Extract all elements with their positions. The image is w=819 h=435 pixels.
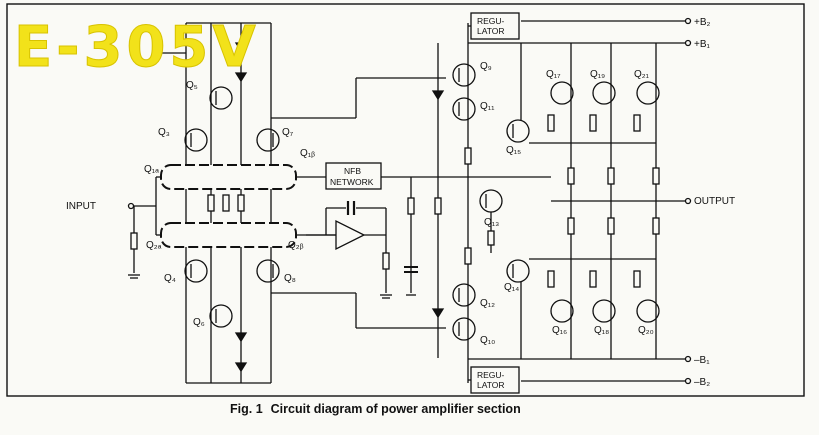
- q9-transistor: [452, 63, 476, 87]
- q12-transistor: [452, 283, 476, 307]
- q13-transistor: [479, 189, 503, 213]
- label-q15: Q₁₅: [506, 145, 521, 156]
- rail-label-b2-minus: –B₂: [694, 377, 710, 388]
- q15-transistor: [506, 119, 530, 143]
- q6-transistor: [209, 304, 233, 328]
- label-q1a: Q₁ₐ: [144, 164, 159, 175]
- regulator-bottom-label-1: REGU-: [477, 370, 505, 380]
- q14-transistor: [506, 259, 530, 283]
- circuit-diagram: REGU- LATOR REGU- LATOR NFB NETWORK INPU…: [6, 3, 805, 397]
- q3-transistor: [184, 128, 208, 152]
- rail-label-b1-minus: –B₁: [694, 355, 710, 366]
- label-q8: Q₈: [284, 273, 296, 284]
- label-q21: Q₂₁: [634, 69, 650, 80]
- label-q13: Q₁₃: [484, 217, 499, 228]
- label-q3: Q₃: [158, 127, 170, 138]
- regulator-bottom-label-2: LATOR: [477, 380, 505, 390]
- q20-mosfet: [636, 299, 660, 323]
- q5-transistor: [209, 86, 233, 110]
- q18-mosfet: [592, 299, 616, 323]
- q1-dual-fet: [160, 164, 297, 190]
- nfb-label-1: NFB: [344, 166, 361, 176]
- input-label: INPUT: [66, 201, 96, 212]
- label-q12: Q₁₂: [480, 298, 495, 309]
- label-q20: Q₂₀: [638, 325, 654, 336]
- label-q14: Q₁₄: [504, 282, 519, 293]
- q4-transistor: [184, 259, 208, 283]
- label-q1b: Q₁ᵦ: [300, 148, 315, 159]
- q17-mosfet: [550, 81, 574, 105]
- label-q4: Q₄: [164, 273, 176, 284]
- figure-title: Circuit diagram of power amplifier secti…: [270, 402, 521, 416]
- q16-mosfet: [550, 299, 574, 323]
- schematic-frame: REGU- LATOR REGU- LATOR NFB NETWORK INPU…: [6, 3, 806, 398]
- label-q11: Q₁₁: [480, 101, 495, 112]
- watermark-logo: E-305V: [14, 15, 260, 80]
- regulator-top: [470, 12, 520, 40]
- label-q2a: Q₂ₐ: [146, 240, 162, 251]
- output-label: OUTPUT: [694, 196, 735, 207]
- label-q9: Q₉: [480, 61, 492, 72]
- q2-dual-fet: [160, 222, 297, 248]
- regulator-bottom: [470, 366, 520, 394]
- label-q2b: Q₂ᵦ: [288, 240, 304, 251]
- regulator-top-label-2: LATOR: [477, 26, 505, 36]
- label-q7: Q₇: [282, 127, 294, 138]
- label-q10: Q₁₀: [480, 335, 495, 346]
- op-amp: [335, 219, 366, 251]
- nfb-network-block: [325, 162, 382, 190]
- rail-label-b1-plus: +B₁: [694, 39, 711, 50]
- label-q18: Q₁₈: [594, 325, 609, 336]
- rail-label-b2-plus: +B₂: [694, 17, 711, 28]
- figure-number: Fig. 1: [230, 402, 263, 416]
- label-q6: Q₆: [193, 317, 205, 328]
- q19-mosfet: [592, 81, 616, 105]
- label-q19: Q₁₉: [590, 69, 605, 80]
- q11-transistor: [452, 97, 476, 121]
- label-q16: Q₁₆: [552, 325, 567, 336]
- label-q5: Q₅: [186, 80, 198, 91]
- regulator-top-label-1: REGU-: [477, 16, 505, 26]
- q8-transistor: [256, 259, 280, 283]
- figure-caption: Fig. 1 Circuit diagram of power amplifier…: [230, 402, 521, 416]
- q21-mosfet: [636, 81, 660, 105]
- q7-transistor: [256, 128, 280, 152]
- nfb-label-2: NETWORK: [330, 177, 374, 187]
- input-terminal: [127, 202, 135, 210]
- label-q17: Q₁₇: [546, 69, 561, 80]
- q10-transistor: [452, 317, 476, 341]
